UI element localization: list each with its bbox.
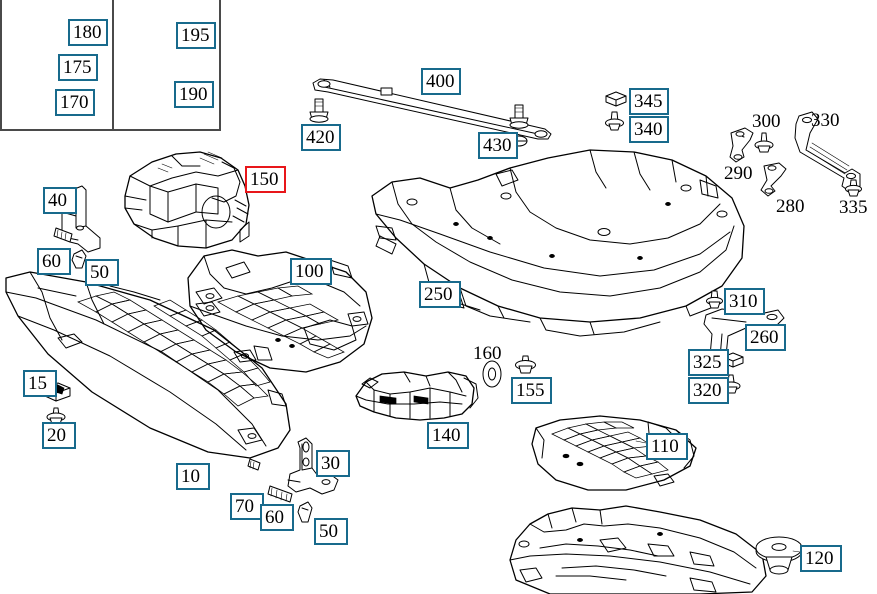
art-part-100 [187, 249, 373, 373]
art-part-400 [312, 78, 552, 140]
callout-expanding-rivet[interactable]: 20 [42, 422, 76, 449]
callout-side-bracket[interactable]: 40 [43, 187, 77, 214]
art-part-120 [755, 536, 803, 575]
label-bracket-clip: 300 [752, 111, 781, 132]
art-part-10 [5, 271, 291, 459]
callout-bolt[interactable]: 170 [55, 89, 95, 116]
callout-engine-undercover-main[interactable]: 250 [419, 281, 461, 308]
art-part-60b [267, 485, 293, 503]
callout-rivet[interactable]: 340 [629, 116, 669, 143]
inset-divider [112, 0, 114, 131]
callout-expanding-rivet[interactable]: 190 [174, 81, 214, 108]
art-panel-bottom [509, 505, 767, 594]
art-part-150 [124, 151, 250, 249]
label-rivet: 335 [839, 197, 868, 218]
callout-clip-nut[interactable]: 15 [23, 370, 57, 397]
callout-air-intake-housing[interactable]: 150 [245, 166, 286, 193]
label-bracket: 280 [776, 196, 805, 217]
art-part-280 [760, 162, 787, 197]
callout-rear-underbody-paneling[interactable]: 110 [646, 433, 688, 460]
label-long-support-strut: 330 [811, 110, 840, 131]
art-part-335 [845, 179, 862, 197]
callout-support-strut[interactable]: 260 [745, 324, 786, 351]
callout-nut[interactable]: 345 [629, 88, 669, 115]
callout-engine-compartment-paneling-center[interactable]: 100 [290, 258, 332, 285]
callout-screw[interactable]: 70 [230, 493, 264, 520]
art-part-420 [309, 98, 329, 123]
callout-screw[interactable]: 60 [37, 248, 71, 275]
art-part-110 [531, 415, 697, 491]
art-part-300 [754, 132, 774, 153]
callout-clip[interactable]: 50 [314, 518, 348, 545]
callout-brace-bolt-rear[interactable]: 430 [478, 132, 518, 159]
callout-brace-bolt-front[interactable]: 420 [301, 124, 341, 151]
leader-lines [635, 440, 801, 553]
callout-engine-compartment-paneling-front[interactable]: 10 [176, 463, 210, 490]
art-part-50b [297, 501, 313, 523]
art-part-290 [729, 127, 754, 163]
callout-rivet[interactable]: 155 [511, 377, 552, 404]
art-part-250 [371, 149, 745, 337]
label-washer: 160 [473, 343, 502, 364]
callout-bolt[interactable]: 320 [688, 377, 729, 404]
art-part-140 [355, 371, 479, 421]
art-part-340 [605, 111, 624, 131]
art-part-50a [71, 249, 87, 269]
callout-clip-nut-bracket[interactable]: 180 [68, 19, 108, 46]
art-part-155 [515, 355, 536, 374]
art-part-30 [287, 437, 339, 495]
art-part-310 [706, 290, 723, 309]
callout-bolt[interactable]: 310 [724, 288, 765, 315]
callout-air-duct-shield[interactable]: 140 [427, 422, 469, 449]
art-part-345 [605, 91, 627, 107]
callout-washer[interactable]: 175 [58, 54, 98, 81]
fastener-detail-inset [0, 0, 221, 131]
callout-clip[interactable]: 50 [85, 259, 119, 286]
callout-screw[interactable]: 60 [260, 504, 294, 531]
callout-nut[interactable]: 325 [688, 349, 729, 376]
art-part-160 [482, 360, 502, 388]
callout-grommet-plug[interactable]: 120 [800, 545, 842, 572]
callout-retaining-clip[interactable]: 195 [176, 22, 216, 49]
label-bracket: 290 [724, 163, 753, 184]
callout-mounting-bracket[interactable]: 30 [316, 450, 350, 477]
art-part-60a [53, 227, 73, 243]
callout-front-cross-brace[interactable]: 400 [421, 68, 461, 95]
art-part-70 [247, 458, 261, 471]
